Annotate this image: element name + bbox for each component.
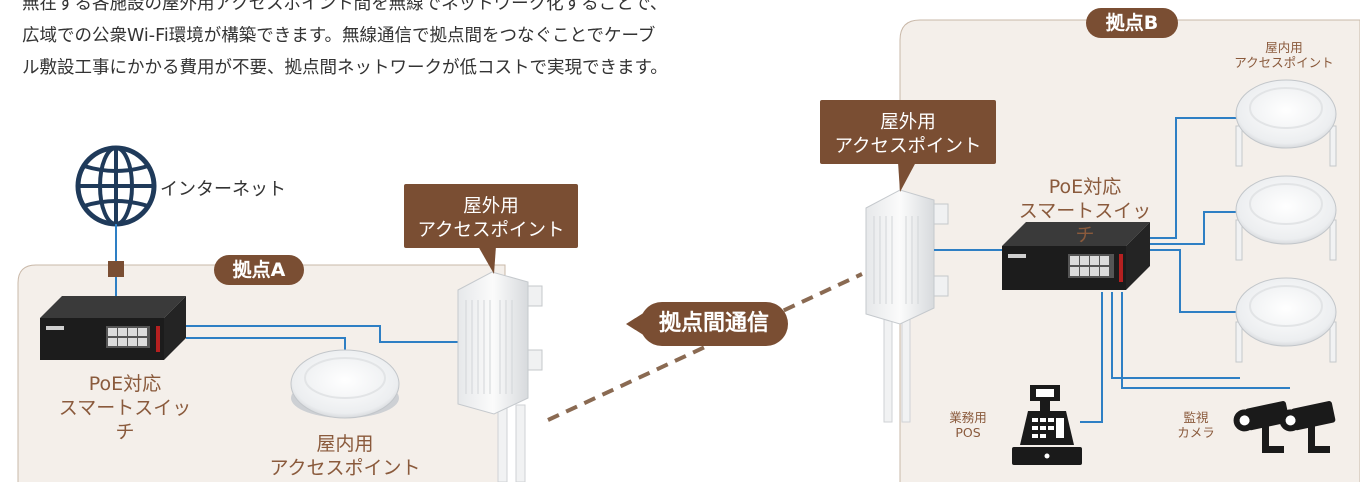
site-b-outdoor-ap-callout: 屋外用 アクセスポイント [820,100,996,164]
site-a-switch-label: PoE対応 スマートスイッチ [58,373,192,443]
intro-line-1: 無在する各施設の屋外用アクセスポイント間を無線でネットワーク化することで、 [22,0,668,14]
internet-label: インターネット [160,179,286,200]
wireless-link-line [547,272,863,422]
site-b-outdoor-ap [865,189,949,423]
site-b-indoor-ap-2 [1235,175,1337,261]
site-a-outdoor-ap [457,271,543,482]
site-b-callout-pointer [898,162,916,192]
site-b-cables [934,117,1290,423]
site-a-indoor-ap-label: 屋内用 アクセスポイント [269,433,421,479]
site-b-badge: 拠点B [1086,8,1178,38]
intro-line-2: 広域での公衆Wi-Fi環境が構築できます。無線通信で拠点間をつなぐことでケーブ [22,26,656,46]
pos-register-icon [1012,385,1082,465]
site-a-outdoor-ap-callout: 屋外用 アクセスポイント [404,184,578,248]
security-camera-icon-1 [1233,401,1290,453]
pos-label: 業務用 POS [949,410,987,440]
camera-label: 監視 カメラ [1177,410,1215,440]
internet-connector [108,261,124,277]
security-camera-icon-2 [1279,401,1336,453]
site-a-indoor-ap [290,349,400,419]
site-b-indoor-ap-1 [1235,79,1337,167]
site-a-badge: 拠点A [214,255,304,285]
site-b-indoor-ap-3 [1235,277,1337,363]
site-b-switch-label: PoE対応 スマートスイッチ [1018,176,1152,246]
intro-line-3: ル敷設工事にかかる費用が不要、拠点間ネットワークが低コストで実現できます。 [22,58,668,78]
site-b-switch [1002,222,1150,290]
globe-icon [75,145,157,227]
intro-text: 無在する各施設の屋外用アクセスポイント間を無線でネットワーク化することで、 広域… [22,0,802,84]
site-b-indoor-ap-label: 屋内用 アクセスポイント [1234,40,1334,70]
site-a-callout-pointer [478,246,496,274]
link-label: 拠点間通信 [640,302,788,346]
site-a-switch [40,296,186,360]
